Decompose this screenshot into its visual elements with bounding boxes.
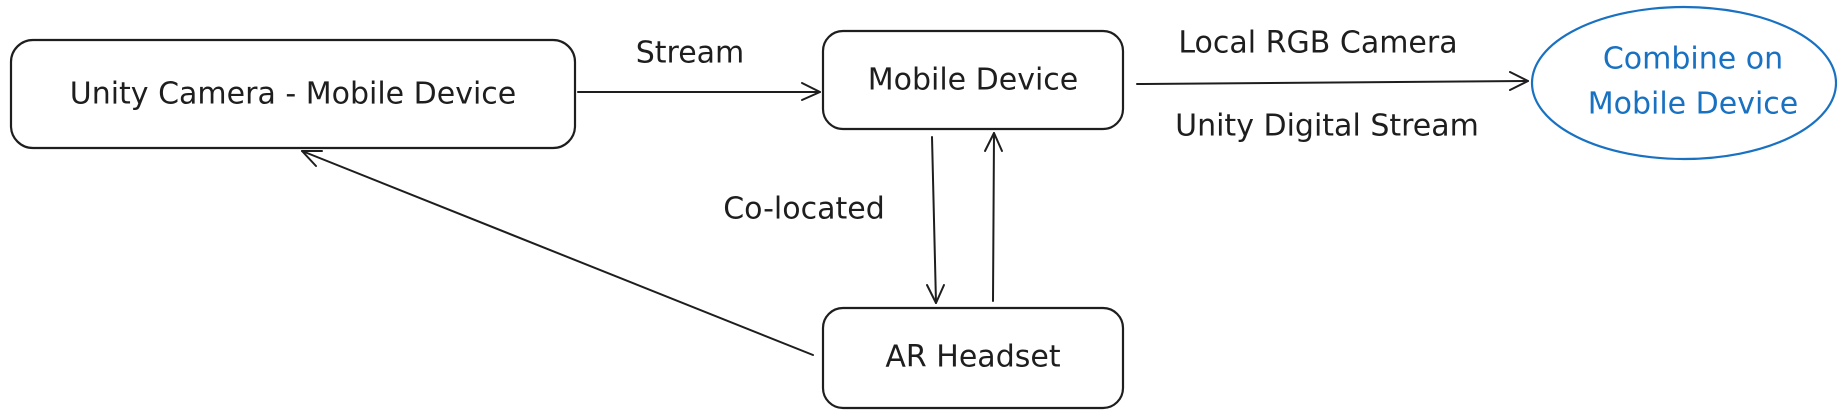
- edge-mobile-to-headset-arrowhead: [926, 284, 945, 304]
- edge-combine-arrowhead: [1509, 71, 1529, 91]
- node-mobile-device-box: [821, 29, 1125, 131]
- edge-headset-to-unity-arrowhead: [301, 150, 323, 167]
- edge-headset-to-mobile-line: [992, 132, 995, 302]
- edge-headset-to-mobile: [984, 132, 1003, 302]
- node-combine-label-line2: Mobile Device: [1588, 87, 1799, 122]
- node-unity-camera-box: [9, 38, 577, 150]
- edge-stream-arrowhead: [801, 82, 821, 101]
- edge-stream-label: Stream: [636, 36, 745, 71]
- node-unity-camera[interactable]: Unity Camera - Mobile Device: [9, 38, 577, 150]
- node-unity-camera-label: Unity Camera - Mobile Device: [70, 77, 517, 112]
- node-ar-headset-label: AR Headset: [885, 340, 1060, 375]
- node-combine-label-line1: Combine on: [1603, 42, 1783, 77]
- edge-mobile-to-headset-line: [931, 136, 937, 304]
- edge-mobile-to-headset: [926, 136, 945, 304]
- edge-combine-line: [1136, 80, 1529, 85]
- node-combine-ellipse: [1530, 5, 1838, 161]
- edge-local-rgb-label: Local RGB Camera: [1178, 26, 1457, 61]
- edge-headset-to-mobile-arrowhead: [984, 132, 1003, 152]
- node-mobile-device[interactable]: Mobile Device: [821, 29, 1125, 131]
- edge-combine: Local RGB Camera Unity Digital Stream: [1136, 26, 1529, 144]
- edge-stream: Stream: [577, 36, 821, 101]
- edge-co-located-label: Co-located: [723, 192, 885, 227]
- node-ar-headset[interactable]: AR Headset: [821, 306, 1125, 410]
- node-ar-headset-box: [821, 306, 1125, 410]
- edge-headset-to-unity: [301, 150, 814, 356]
- edge-headset-to-unity-line: [301, 150, 814, 356]
- node-mobile-device-label: Mobile Device: [868, 63, 1079, 98]
- edge-unity-digital-label: Unity Digital Stream: [1175, 109, 1479, 144]
- node-combine[interactable]: Combine on Mobile Device: [1530, 5, 1838, 161]
